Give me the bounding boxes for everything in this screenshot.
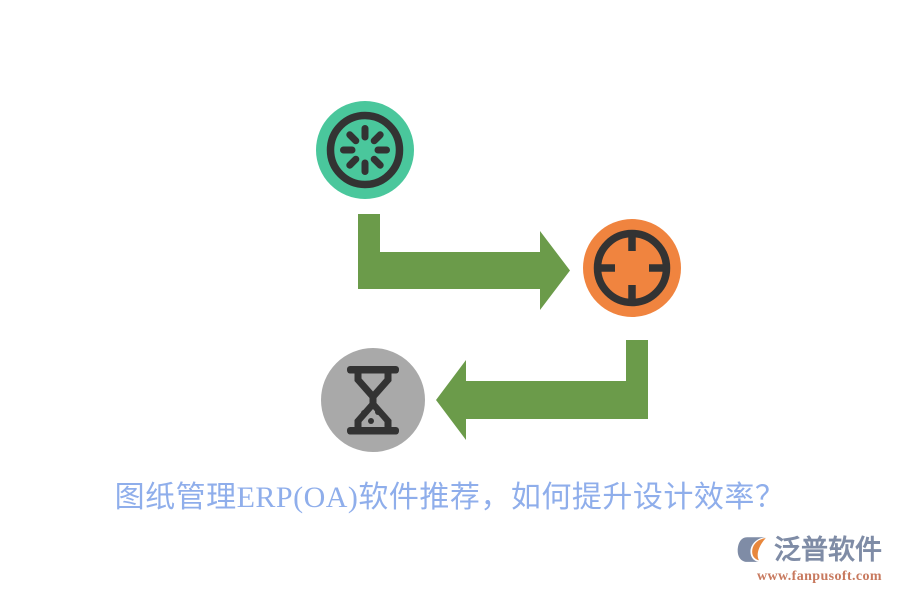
page-caption: 图纸管理ERP(OA)软件推荐，如何提升设计效率？ (114, 481, 786, 514)
node-hourglass (321, 348, 425, 452)
arrow-loading-to-target (358, 214, 570, 310)
brand-watermark: 泛普软件 www.fanpusoft.com (722, 532, 882, 590)
node-target (583, 219, 681, 317)
spinner-icon (326, 111, 404, 189)
brand-row: 泛普软件 (722, 532, 882, 568)
fanpu-logo-icon (737, 537, 767, 562)
brand-url: www.fanpusoft.com (756, 569, 882, 584)
node-loading (316, 101, 414, 199)
arrow-target-to-hourglass (436, 340, 648, 440)
brand-name: 泛普软件 (774, 535, 882, 565)
crosshair-icon (593, 229, 671, 307)
hourglass-icon (347, 366, 399, 435)
